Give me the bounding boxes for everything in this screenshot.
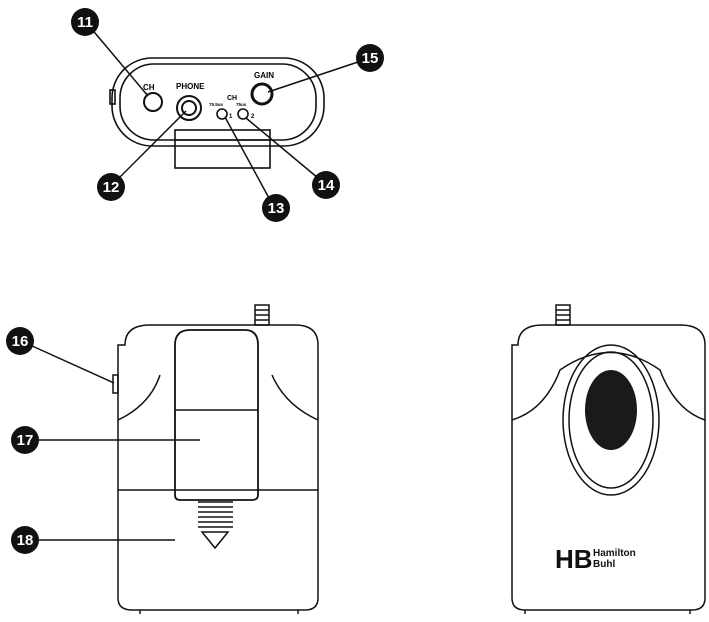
- back-shoulder-right: [271, 374, 319, 421]
- callout-16: 16: [6, 327, 34, 355]
- back-view: [112, 304, 319, 614]
- callout-14: 14: [312, 171, 340, 199]
- leader-13: [224, 116, 271, 201]
- back-body: [117, 324, 319, 611]
- callout-14-number: 14: [318, 177, 335, 194]
- callout-13: 13: [262, 194, 290, 222]
- callout-11-circle: [71, 8, 99, 36]
- top-belt-clip: [174, 129, 271, 169]
- logo-mark: HB: [555, 544, 593, 574]
- ch-switch-label: CH: [227, 95, 237, 102]
- pos2-label: 2: [251, 114, 255, 120]
- top-housing-outer: [111, 57, 325, 147]
- callout-16-number: 16: [12, 333, 29, 350]
- back-shoulder-left: [117, 374, 161, 421]
- callout-17-number: 17: [17, 432, 34, 449]
- top-leaders: [89, 26, 359, 201]
- logo-line1: Hamilton: [593, 548, 636, 559]
- callout-17: 17: [11, 426, 39, 454]
- callout-13-circle: [262, 194, 290, 222]
- front-view: [511, 304, 706, 614]
- phone-jack-inner: [181, 100, 197, 116]
- phone-jack-outer: [176, 95, 202, 121]
- belt-clip: [174, 329, 259, 501]
- callout-15-number: 15: [362, 50, 379, 67]
- top-housing-inner: [119, 63, 317, 141]
- pos1-label: 1: [229, 114, 233, 120]
- leader-14: [245, 117, 319, 179]
- callout-12-circle: [97, 173, 125, 201]
- top-side-tab: [109, 89, 116, 105]
- ch-switch-1: [216, 108, 228, 120]
- ch-label: CH: [143, 83, 155, 92]
- deemph-right-label: 75us: [236, 102, 247, 107]
- callout-18-number: 18: [17, 532, 34, 549]
- front-speaker: [585, 370, 637, 450]
- top-view: [109, 57, 325, 169]
- callout-18-circle: [11, 526, 39, 554]
- callout-15-circle: [356, 44, 384, 72]
- callout-11: 11: [71, 8, 99, 36]
- front-speaker-bezel-inner: [568, 351, 654, 489]
- gain-knob: [250, 82, 274, 106]
- ch-switch-2: [237, 108, 249, 120]
- back-leaders: [29, 344, 200, 541]
- front-body: [511, 324, 706, 611]
- leader-11: [89, 26, 149, 97]
- callout-14-circle: [312, 171, 340, 199]
- callout-13-number: 13: [268, 200, 285, 217]
- leader-12: [116, 110, 187, 181]
- callout-15: 15: [356, 44, 384, 72]
- logo-line2: Buhl: [593, 559, 615, 570]
- callout-16-circle: [6, 327, 34, 355]
- callout-17-circle: [11, 426, 39, 454]
- battery-door-arrow: [200, 531, 230, 550]
- phone-label: PHONE: [176, 82, 205, 91]
- gain-label: GAIN: [254, 71, 274, 80]
- callout-12: 12: [97, 173, 125, 201]
- side-button: [112, 374, 119, 394]
- callout-18: 18: [11, 526, 39, 554]
- callout-12-number: 12: [103, 179, 120, 196]
- leader-15: [267, 61, 359, 93]
- callout-11-number: 11: [77, 14, 93, 31]
- deemph-left-label: 75.5us: [209, 102, 224, 107]
- ch-button-top: [143, 92, 163, 112]
- leader-16: [29, 344, 115, 384]
- hamilton-buhl-logo: HB Hamilton Buhl: [555, 544, 636, 574]
- front-speaker-bezel: [562, 344, 660, 496]
